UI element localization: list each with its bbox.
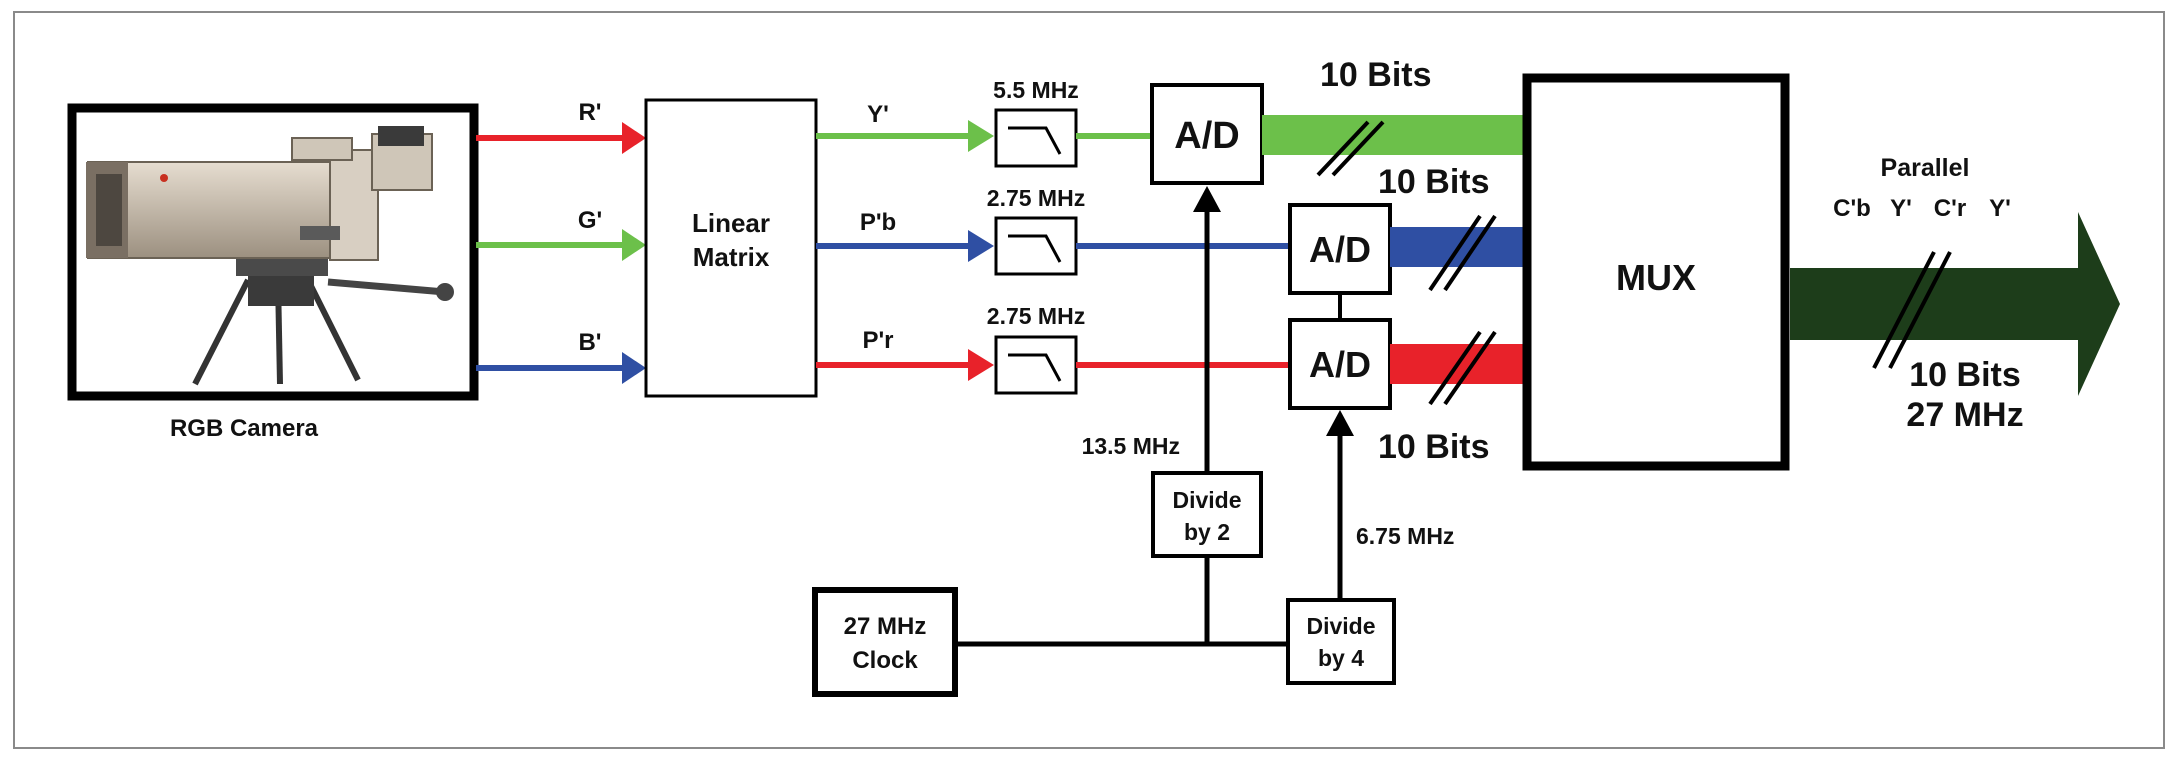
output-seq-cb: C'b	[1833, 195, 1871, 222]
divide-by-2-line2: by 2	[1184, 519, 1230, 545]
clock-block	[815, 590, 955, 694]
divide-by-4-line2: by 4	[1318, 645, 1364, 671]
pb-bus-bits: 10 Bits	[1378, 163, 1490, 201]
output-rate: 27 MHz	[1906, 396, 2023, 434]
pr-ad-label: A/D	[1309, 344, 1371, 385]
chroma-clock-freq: 6.75 MHz	[1356, 523, 1454, 549]
linear-matrix-label-line2: Matrix	[693, 242, 770, 272]
pb-signal-label: P'b	[860, 209, 896, 236]
mux-label: MUX	[1616, 257, 1696, 298]
pr-bus-bits: 10 Bits	[1378, 428, 1490, 466]
g-signal-label: G'	[578, 207, 602, 234]
divide-by-2-line1: Divide	[1172, 487, 1241, 513]
y-bus-bits: 10 Bits	[1320, 56, 1432, 94]
pr-filter-freq: 2.75 MHz	[987, 303, 1085, 329]
linear-matrix-label-line1: Linear	[692, 208, 770, 238]
output-seq-cr: C'r	[1934, 195, 1966, 222]
r-signal-label: R'	[578, 99, 601, 126]
pb-lowpass-filter	[996, 218, 1076, 274]
rgb-camera	[72, 108, 474, 396]
camera-label: RGB Camera	[170, 415, 319, 442]
pr-lowpass-filter	[996, 337, 1076, 393]
output-seq-y2: Y'	[1989, 195, 2011, 222]
output-parallel-label: Parallel	[1881, 154, 1970, 182]
b-signal-label: B'	[578, 329, 601, 356]
output-seq-y1: Y'	[1890, 195, 1912, 222]
y-lowpass-filter	[996, 110, 1076, 166]
y-ad-label: A/D	[1174, 115, 1239, 157]
y-signal-label: Y'	[867, 101, 889, 128]
y-10bit-bus	[1262, 115, 1527, 155]
clock-label-line2: Clock	[852, 647, 918, 674]
luma-clock-freq: 13.5 MHz	[1082, 433, 1180, 459]
pb-ad-label: A/D	[1309, 229, 1371, 270]
pb-filter-freq: 2.75 MHz	[987, 185, 1085, 211]
output-bits: 10 Bits	[1909, 356, 2021, 394]
y-filter-freq: 5.5 MHz	[993, 77, 1079, 103]
pr-signal-label: P'r	[862, 327, 893, 354]
clock-label-line1: 27 MHz	[844, 613, 927, 640]
divide-by-4-line1: Divide	[1306, 613, 1375, 639]
